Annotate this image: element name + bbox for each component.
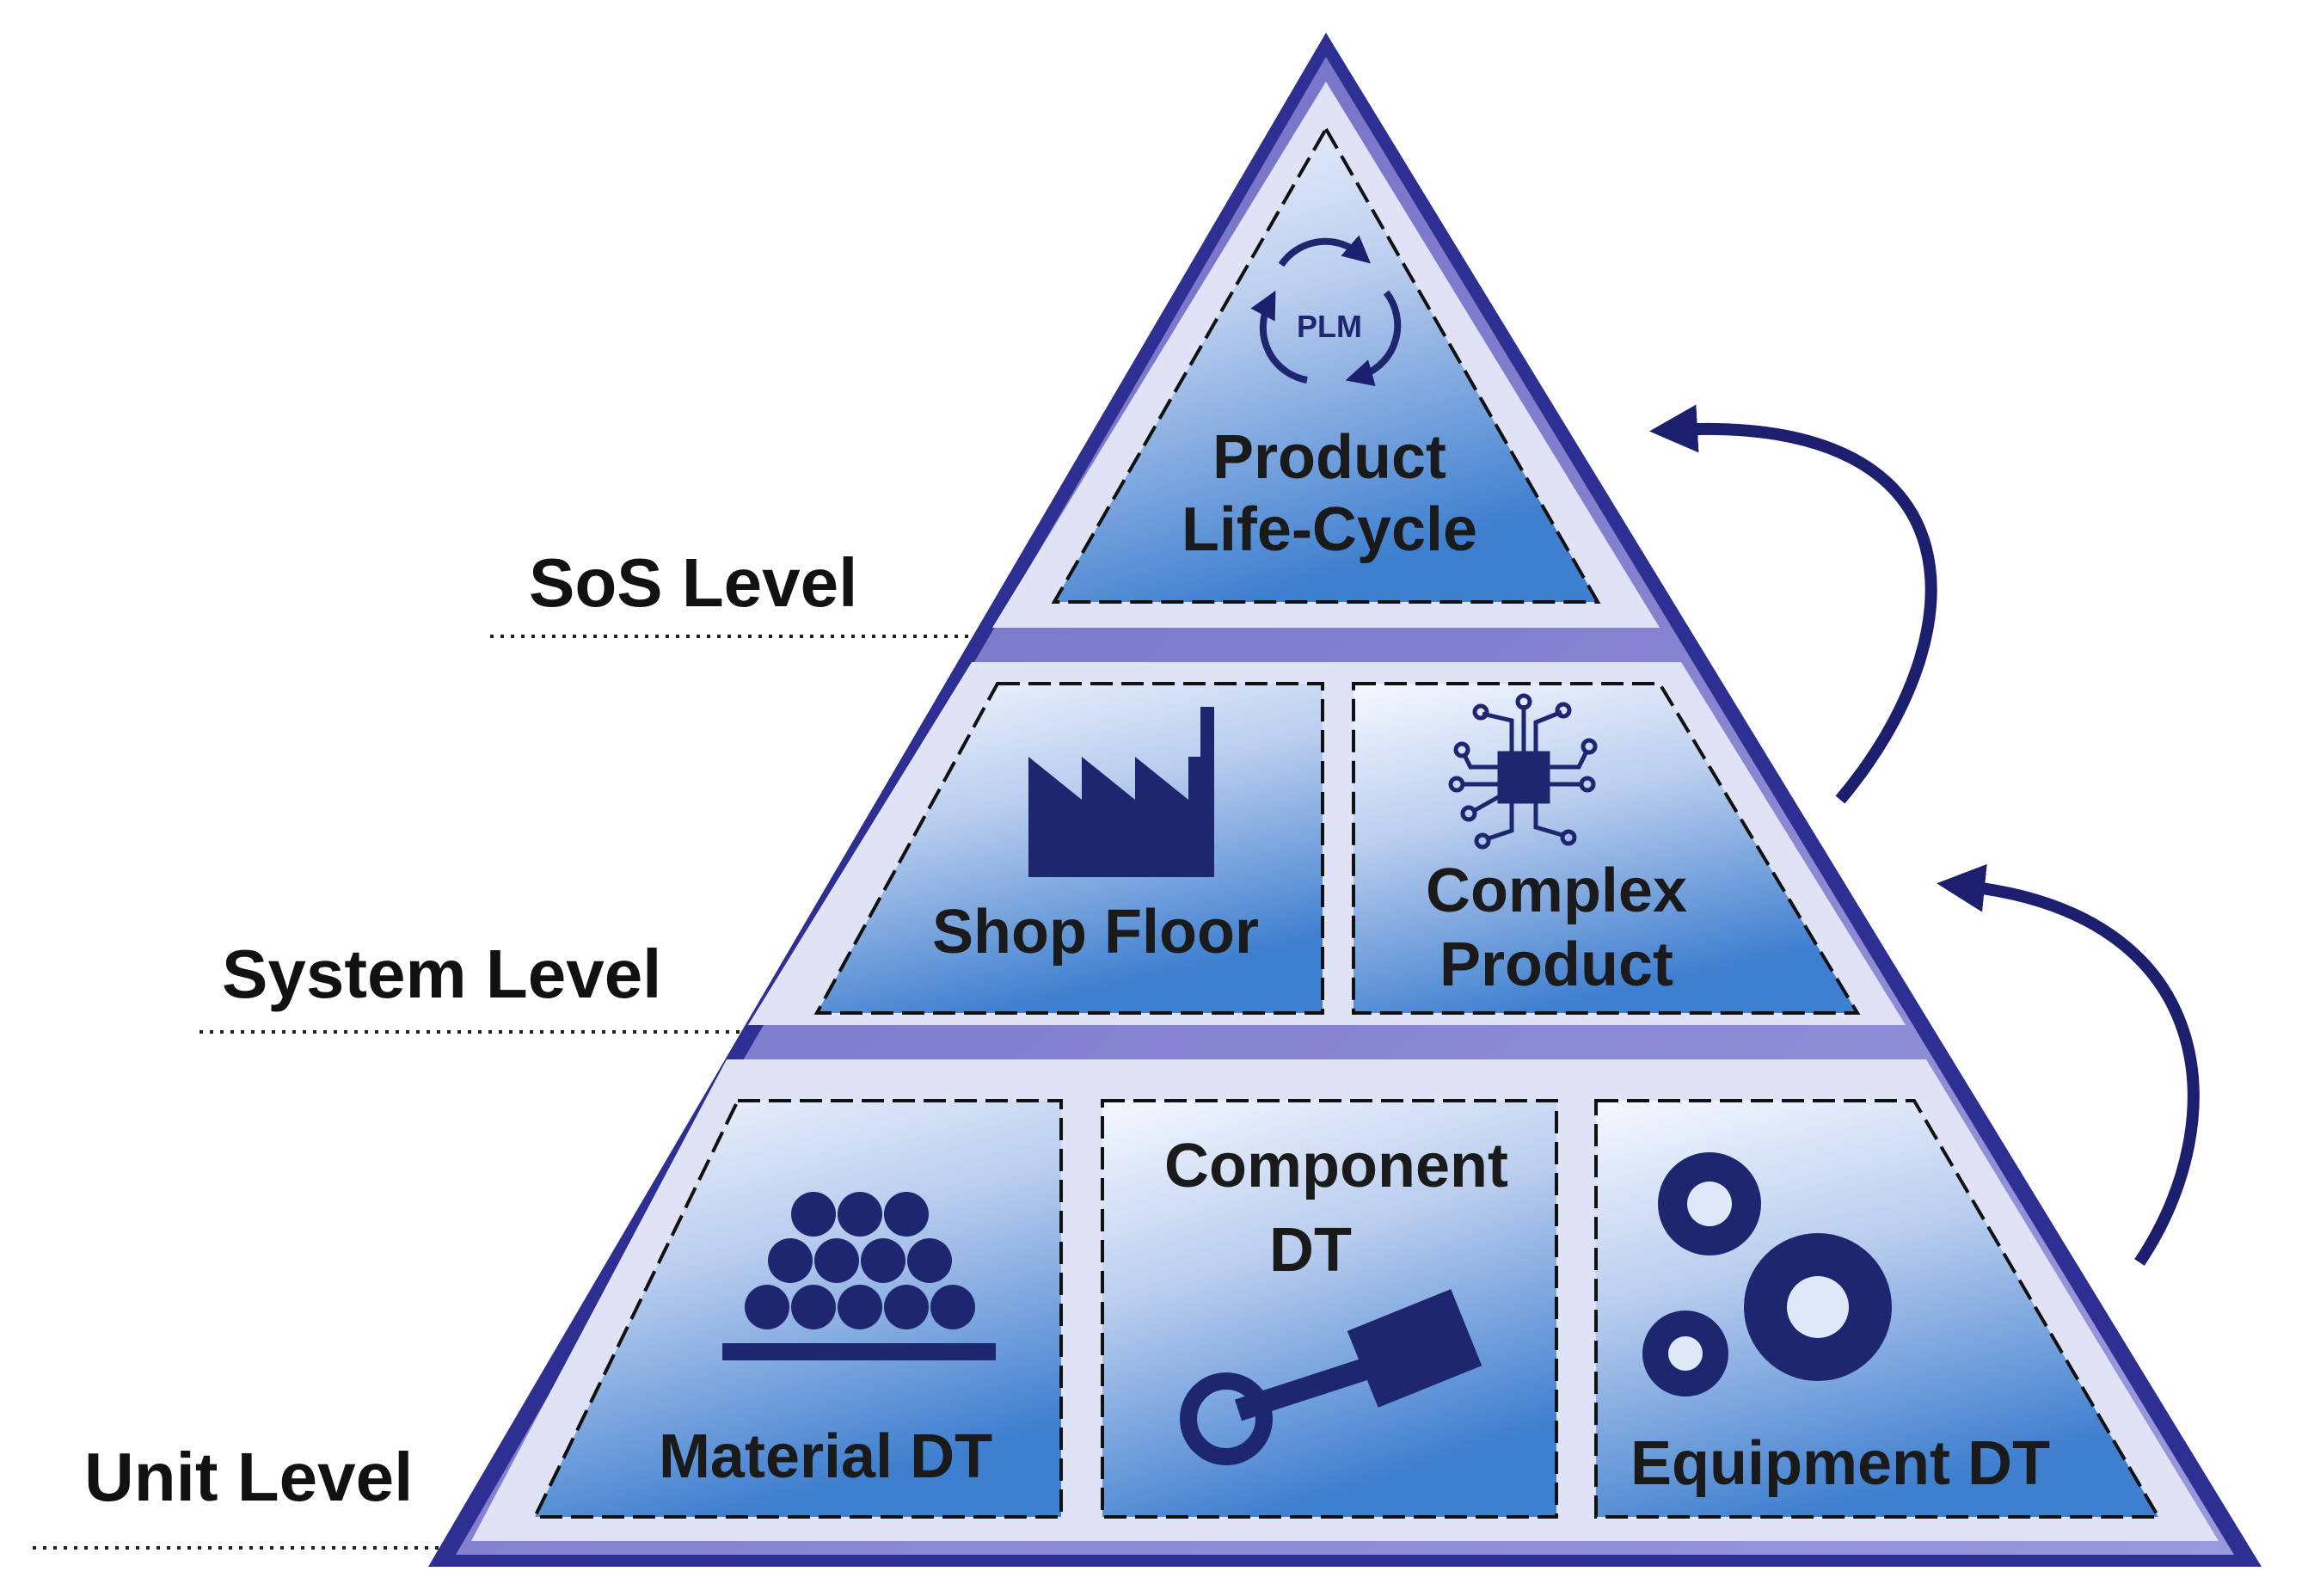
shop-floor-label: Shop Floor	[932, 898, 1259, 967]
plm-icon-label: PLM	[1297, 309, 1362, 344]
product-lifecycle-block: PLM Product Life-Cycle	[1051, 125, 1601, 604]
product-lifecycle-line2: Life-Cycle	[1182, 495, 1477, 564]
system-level-label: System Level	[222, 936, 661, 1012]
unit-to-system-arrow	[1937, 863, 2200, 1266]
product-lifecycle-line1: Product	[1212, 423, 1446, 492]
complex-product-block: Complex Product	[1352, 682, 1861, 1015]
plm-cycle-icon	[1250, 235, 1402, 387]
component-dt-line1: Component	[1164, 1132, 1508, 1200]
equipment-dt-label: Equipment DT	[1630, 1429, 2050, 1498]
unit-level-label: Unit Level	[84, 1439, 413, 1515]
material-dt-label: Material DT	[659, 1422, 992, 1491]
piston-rod-icon	[1180, 1289, 1482, 1465]
stacked-bars-icon	[722, 1192, 996, 1360]
factory-icon	[1028, 707, 1214, 877]
complex-product-line2: Product	[1439, 930, 1673, 999]
sos-level-label: SoS Level	[529, 544, 857, 621]
shop-floor-block: Shop Floor	[813, 682, 1324, 1015]
system-to-sos-arrow	[1649, 404, 1937, 804]
complex-product-line1: Complex	[1426, 856, 1687, 925]
component-dt-block: Component DT	[1101, 1099, 1558, 1519]
equipment-dt-block: Equipment DT	[1594, 1099, 2162, 1519]
gears-icon	[1642, 1152, 1892, 1396]
material-dt-block: Material DT	[531, 1099, 1063, 1519]
circuit-chip-icon	[1448, 693, 1598, 850]
component-dt-line2: DT	[1269, 1216, 1352, 1285]
